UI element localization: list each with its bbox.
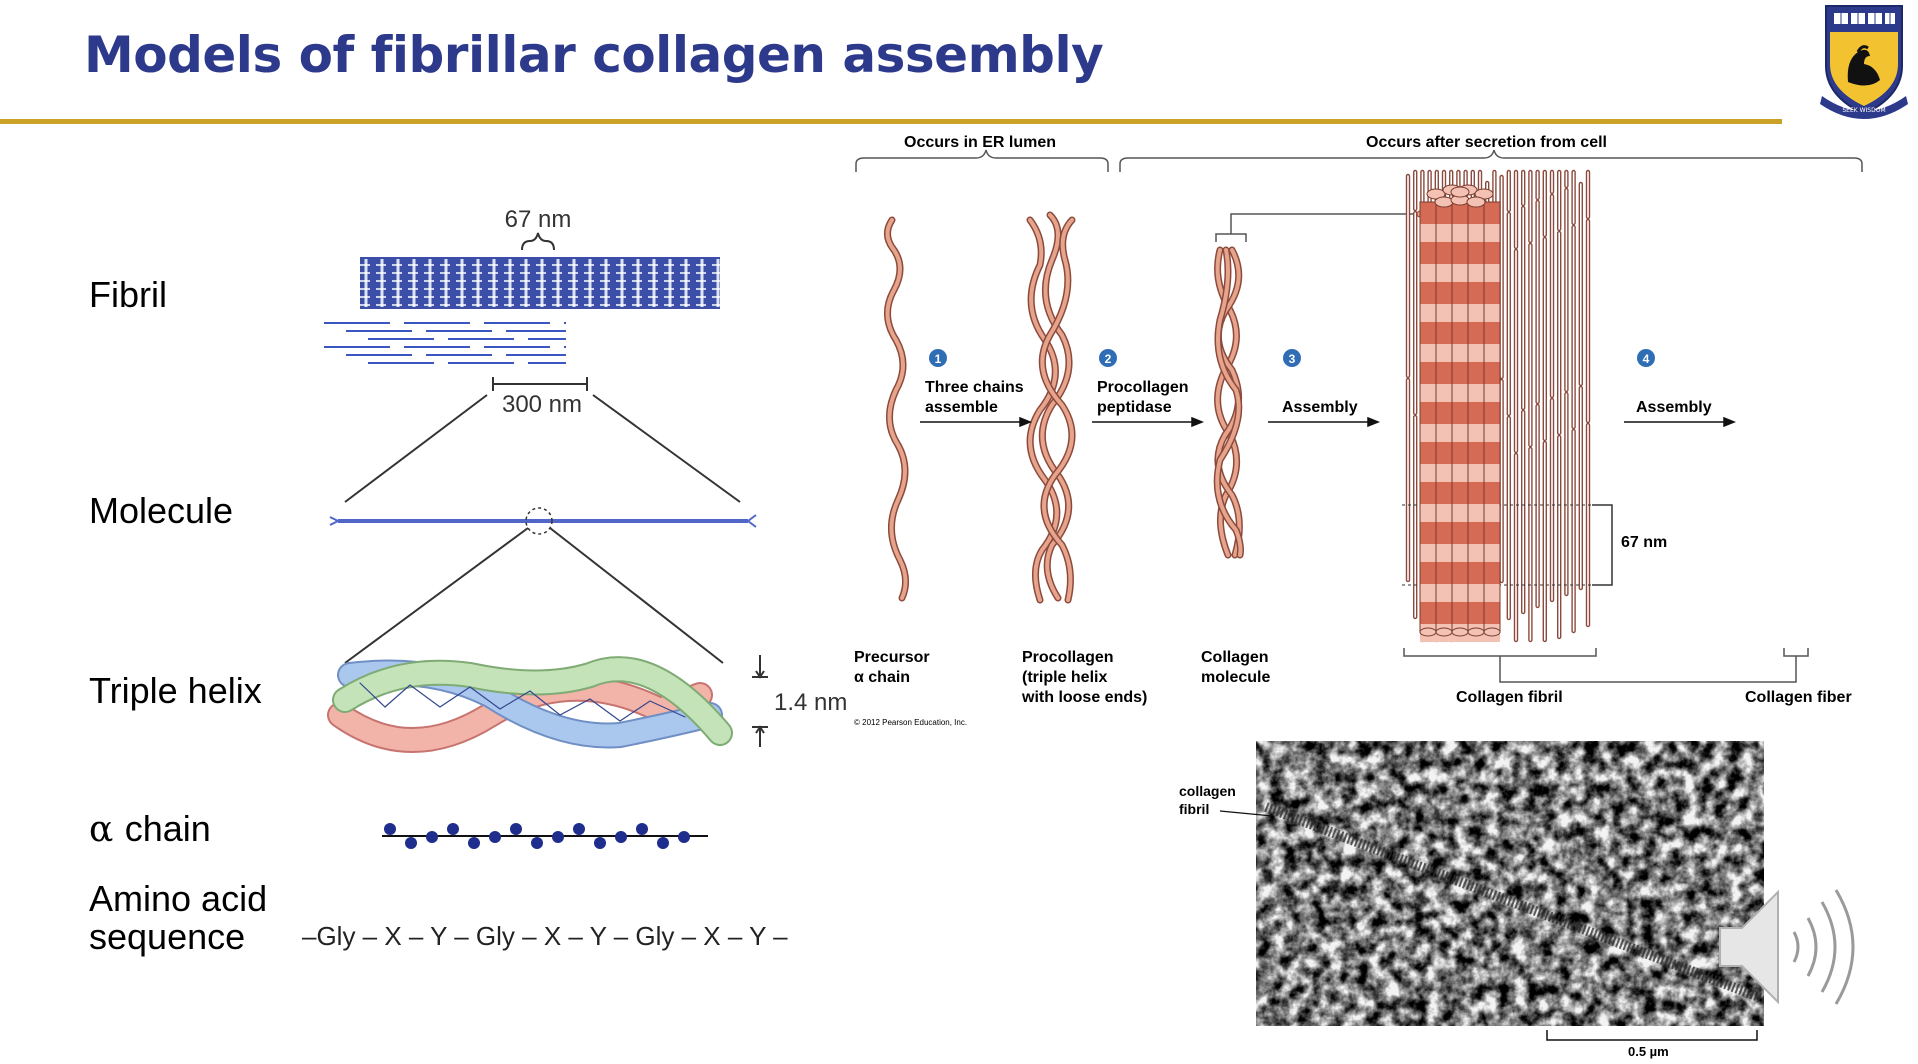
step-number: 2 [1105,352,1112,366]
bracket-er-label: Occurs in ER lumen [904,134,1057,151]
fibril-label: Fibril [89,274,167,315]
amino-acid-label-line1: Amino acid [89,878,268,919]
procollagen-label-line3: with loose ends) [1022,689,1148,706]
scale-bar-label: 0.5 µm [1628,1044,1669,1059]
slide-title: Models of fibrillar collagen assembly [84,26,1104,84]
scale-bar [1546,1030,1758,1041]
step-2-label-line1: Procollagen [1097,379,1189,396]
zoom-line [592,394,741,503]
alpha-chain-word: chain [124,808,211,849]
zoom-line [344,394,488,503]
dim-67nm-bracket [1592,504,1613,586]
collagen-fiber-label: Collagen fiber [1745,689,1852,706]
micrograph-label-line2: fibril [1179,801,1210,817]
collagen-fibril-micrograph [1256,741,1764,1026]
bracket-after-label: Occurs after secretion from cell [1366,134,1607,151]
collagen-molecule-label-line2: molecule [1201,669,1271,686]
zoom-line [549,527,724,664]
procollagen-helix [1026,211,1076,604]
step-number: 3 [1289,352,1296,366]
molecule-label: Molecule [89,490,234,531]
step-1-label-line1: Three chains [925,379,1024,396]
zoom-circle [525,507,553,535]
micrograph-label-line1: collagen [1179,783,1236,799]
copyright-notice: © 2012 Pearson Education, Inc. [854,718,968,727]
step-arrows [920,416,1737,428]
triple-helix-label: Triple helix [89,670,262,711]
collagen-molecule-helix [1213,246,1244,559]
step-number-badges [929,349,1655,367]
procollagen-label-line1: Procollagen [1022,649,1114,666]
amino-acid-label-line2: sequence [89,916,246,957]
triple-helix [327,656,733,753]
amino-acid-sequence: –Gly – X – Y – Gly – X – Y – Gly – X – Y… [302,921,788,951]
step-3-label: Assembly [1282,399,1358,416]
dim-300nm: 300 nm [502,391,582,418]
fibril-band [1264,802,1764,1004]
bracket-after-secretion [1119,149,1863,172]
collagen-hierarchy-diagram: 67 nm 300 nm 1.4 nm –Gly – X – Y – Gly –… [302,206,847,951]
dim-67nm: 67 nm [505,206,572,233]
fibril-block [360,257,720,309]
collagen-fibril-label: Collagen fibril [1456,689,1563,706]
collagen-molecule-label-line1: Collagen [1201,649,1269,666]
alpha-chain-residues [384,823,690,849]
precursor-label-line2: α chain [854,669,911,686]
dim-1-4nm: 1.4 nm [774,689,847,716]
fibril-to-fiber-bracket [1499,656,1797,683]
bracket-er-lumen [855,149,1109,172]
step-2-label-line2: peptidase [1097,399,1172,416]
dim-67nm-brace [521,232,555,251]
dim-67nm-label: 67 nm [1621,534,1668,551]
speaker-icon[interactable] [1716,886,1864,1008]
university-crest-icon: SEEK WISDOM [1820,5,1908,119]
collagen-assembly-diagram: 1 2 3 4 [855,149,1863,683]
step-4-label: Assembly [1636,399,1712,416]
micrograph-pointer [1219,810,1273,817]
step-1-label-line2: assemble [925,399,998,416]
title-divider [0,119,1782,124]
molecule-to-fibril-connector [1230,213,1418,234]
precursor-label-line1: Precursor [854,649,930,666]
zoom-line [344,527,529,664]
staggered-molecules [324,322,566,364]
alpha-chain-label: α chain [89,810,211,849]
step-number: 1 [935,352,942,366]
svg-text:SEEK WISDOM: SEEK WISDOM [1842,107,1885,114]
collagen-fiber-bundle [1419,184,1501,642]
procollagen-label-line2: (triple helix [1022,669,1108,686]
step-number: 4 [1643,352,1650,366]
alpha-symbol: α [89,809,114,850]
